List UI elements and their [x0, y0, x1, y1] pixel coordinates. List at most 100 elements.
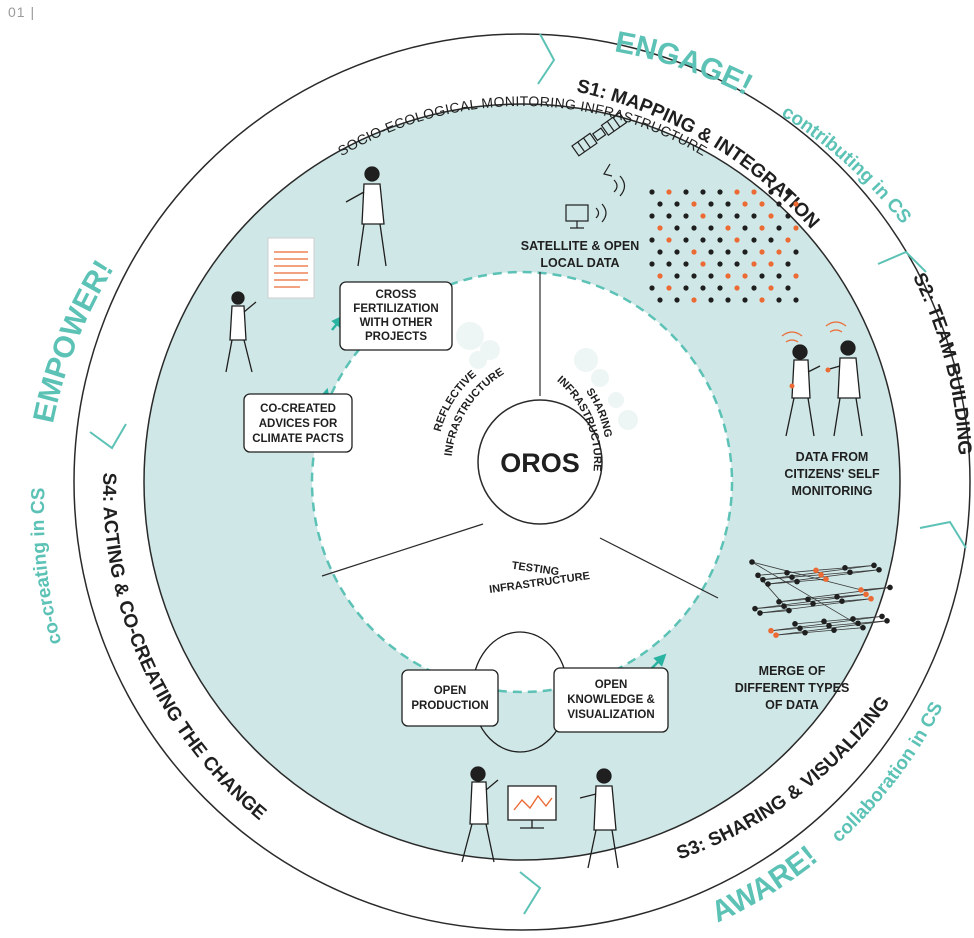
svg-text:CLIMATE PACTS: CLIMATE PACTS: [252, 433, 344, 445]
grid-dot: [700, 213, 706, 219]
grid-dot: [657, 225, 663, 231]
network-node: [831, 627, 837, 633]
grid-dot: [674, 297, 680, 303]
network-node: [797, 625, 803, 632]
grid-dot: [776, 225, 782, 231]
network-edge: [823, 618, 854, 622]
grid-dot: [725, 273, 731, 279]
network-edge: [757, 572, 788, 576]
network-node: [749, 559, 755, 565]
grid-dot: [649, 261, 655, 267]
network-node: [884, 618, 890, 624]
network-node: [794, 578, 800, 585]
box-open-knowledge: OPEN KNOWLEDGE & VISUALIZATION: [553, 667, 669, 733]
network-node: [755, 572, 761, 579]
svg-text:PROJECTS: PROJECTS: [365, 331, 427, 343]
svg-text:OPEN: OPEN: [434, 685, 467, 697]
svg-text:KNOWLEDGE &: KNOWLEDGE &: [567, 694, 655, 706]
network-node: [781, 603, 787, 609]
grid-dot: [649, 213, 655, 219]
network-node: [858, 587, 864, 593]
grid-dot: [785, 285, 791, 291]
box-cross-fertilization: CROSS FERTILIZATION WITH OTHER PROJECTS: [339, 281, 453, 351]
satellite-label-2: LOCAL DATA: [540, 256, 619, 270]
grid-dot: [725, 297, 731, 303]
network-node: [786, 607, 792, 614]
grid-dot: [657, 273, 663, 279]
network-edge: [841, 598, 872, 602]
grid-dot: [785, 189, 791, 195]
faint-shapes: [456, 322, 638, 430]
network-edge: [778, 587, 891, 603]
grid-dot: [691, 249, 697, 255]
merge-label-3: OF DATA: [765, 698, 819, 712]
person-icon: [345, 166, 387, 267]
svg-text:OPEN: OPEN: [595, 679, 628, 691]
network-edge: [794, 620, 825, 625]
grid-dot: [683, 261, 689, 267]
grid-dot: [734, 213, 740, 219]
grid-dot: [776, 297, 782, 303]
merge-label-1: MERGE OF: [759, 664, 826, 678]
grid-dot: [674, 249, 680, 255]
network-node: [855, 620, 861, 627]
page-number: 01 |: [8, 4, 36, 20]
citizens-label-2: CITIZENS' SELF: [784, 467, 880, 481]
grid-dot: [717, 213, 723, 219]
svg-text:CO-CREATED: CO-CREATED: [260, 403, 336, 415]
network-node: [879, 613, 885, 620]
dot-grid-icon: [649, 189, 799, 303]
network-node: [757, 610, 763, 616]
grid-dot: [751, 237, 757, 243]
grid-dot: [759, 297, 765, 303]
network-edge: [849, 569, 880, 573]
network-edge: [812, 600, 843, 605]
network-node: [805, 596, 811, 603]
person-icon: [825, 340, 863, 437]
person-icon: [785, 344, 821, 437]
network-node: [760, 576, 766, 583]
network-node: [784, 570, 790, 576]
network-edge: [852, 616, 883, 620]
grid-dot: [793, 201, 799, 207]
network-node: [776, 598, 782, 605]
grid-dot: [708, 297, 714, 303]
grid-dot: [751, 189, 757, 195]
network-edge: [751, 561, 862, 591]
grid-dot: [700, 237, 706, 243]
svg-text:FERTILIZATION: FERTILIZATION: [353, 303, 438, 315]
network-node: [876, 566, 882, 573]
grid-dot: [768, 285, 774, 291]
network-edge: [820, 571, 851, 576]
sector-lines: [321, 272, 719, 599]
citizens-label-3: MONITORING: [791, 484, 872, 498]
center-circle: [477, 399, 603, 525]
grid-dot: [683, 213, 689, 219]
grid-dot: [708, 249, 714, 255]
network-node: [860, 624, 866, 631]
grid-dot: [725, 201, 731, 207]
grid-dot: [751, 285, 757, 291]
person-icon: [225, 291, 257, 373]
grid-dot: [674, 273, 680, 279]
grid-dot: [666, 189, 672, 195]
box-co-created-advices: CO-CREATED ADVICES FOR CLIMATE PACTS: [243, 393, 353, 453]
network-edge: [767, 569, 880, 585]
grid-dot: [666, 213, 672, 219]
grid-dot: [700, 285, 706, 291]
grid-dot: [649, 285, 655, 291]
grid-dot: [734, 237, 740, 243]
network-edge: [759, 598, 872, 614]
grid-dot: [674, 225, 680, 231]
citizens-label-1: DATA FROM: [796, 450, 869, 464]
grid-dot: [742, 225, 748, 231]
network-node: [823, 576, 829, 582]
computer-icon: [565, 203, 607, 229]
ring-chevrons: [89, 33, 967, 915]
inner-dashed-ring: [310, 270, 734, 694]
network-edge: [783, 603, 814, 607]
network-edge: [836, 593, 867, 598]
network-node: [821, 618, 827, 625]
grid-dot: [683, 285, 689, 291]
